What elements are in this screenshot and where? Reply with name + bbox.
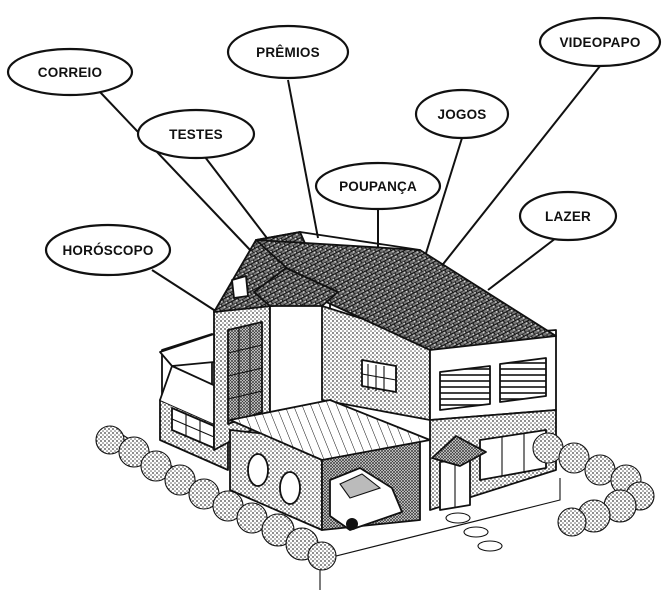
callout-poupanca: POUPANÇA	[316, 163, 440, 209]
callout-testes: TESTES	[138, 110, 254, 158]
callout-lazer: LAZER	[520, 192, 616, 240]
callout-jogos: JOGOS	[416, 90, 508, 138]
label-testes: TESTES	[169, 127, 223, 142]
label-horoscopo: HORÓSCOPO	[62, 243, 153, 258]
label-lazer: LAZER	[545, 209, 591, 224]
label-videopapo: VIDEOPAPO	[559, 35, 640, 50]
callout-correio: CORREIO	[8, 49, 132, 95]
label-premios: PRÊMIOS	[256, 45, 320, 60]
label-correio: CORREIO	[38, 65, 102, 80]
callout-premios: PRÊMIOS	[228, 26, 348, 78]
label-poupanca: POUPANÇA	[339, 179, 417, 194]
label-jogos: JOGOS	[437, 107, 486, 122]
callout-videopapo: VIDEOPAPO	[540, 18, 660, 66]
house	[160, 232, 556, 530]
callout-horoscopo: HORÓSCOPO	[46, 225, 170, 275]
